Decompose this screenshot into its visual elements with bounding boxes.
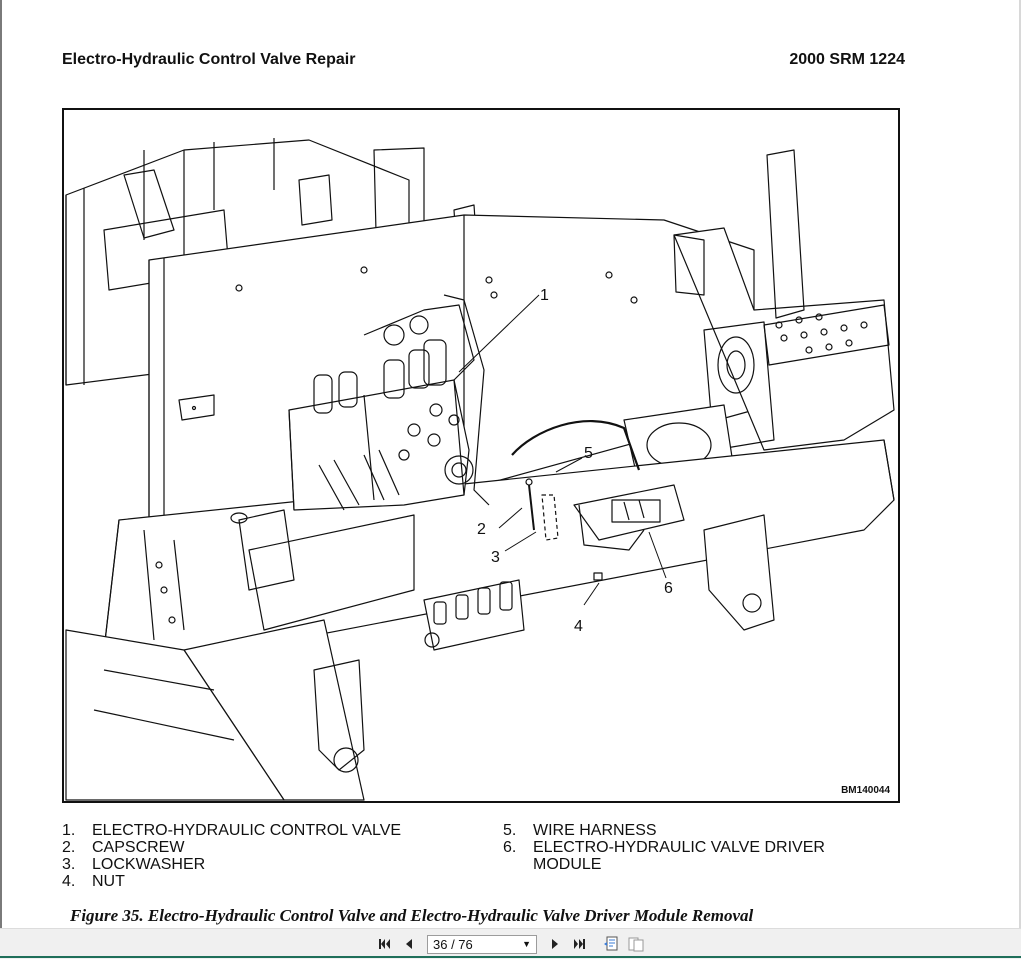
legend-text: CAPSCREW	[92, 839, 185, 856]
callout-1: 1	[540, 287, 549, 304]
callout-6: 6	[664, 580, 673, 597]
figure-caption: Figure 35. Electro-Hydraulic Control Val…	[70, 906, 754, 925]
legend-item: 3. LOCKWASHER	[62, 856, 422, 873]
legend-item: 5. WIRE HARNESS	[503, 822, 863, 839]
legend-number: 2.	[62, 839, 76, 856]
pdf-viewer-toolbar: 36 / 76 ▼	[0, 928, 1021, 959]
parts-legend-col2: 5. WIRE HARNESS 6. ELECTRO-HYDRAULIC VALVE…	[503, 822, 863, 873]
callout-3: 3	[491, 549, 500, 566]
legend-number: 3.	[62, 856, 76, 873]
figure-illustration: 1 2 3 4 5 6 BM140044	[62, 108, 900, 803]
chevron-down-icon: ▼	[522, 939, 531, 949]
exploded-view-drawing: 1 2 3 4 5 6	[65, 138, 895, 801]
legend-text: WIRE HARNESS	[533, 822, 657, 839]
legend-text: ELECTRO-HYDRAULIC CONTROL VALVE	[92, 822, 402, 839]
window-bottom-border	[0, 956, 1021, 958]
figure-id-label: BM140044	[841, 785, 890, 796]
prev-page-icon[interactable]	[400, 935, 418, 953]
callout-4: 4	[574, 618, 583, 635]
legend-item: 1. ELECTRO-HYDRAULIC CONTROL VALVE	[62, 822, 422, 839]
legend-item: 6. ELECTRO-HYDRAULIC VALVE DRIVER MODULE	[503, 839, 863, 873]
callout-2: 2	[477, 521, 486, 538]
legend-number: 5.	[503, 822, 517, 839]
page-header-title: Electro-Hydraulic Control Valve Repair	[62, 51, 356, 68]
last-page-icon[interactable]	[570, 935, 588, 953]
legend-item: 4. NUT	[62, 873, 422, 890]
callout-5: 5	[584, 445, 593, 462]
page-right-edge	[1019, 0, 1021, 928]
legend-number: 4.	[62, 873, 76, 890]
legend-text: ELECTRO-HYDRAULIC VALVE DRIVER MODULE	[533, 839, 825, 873]
legend-number: 1.	[62, 822, 76, 839]
page-left-edge	[0, 0, 2, 928]
legend-text: NUT	[92, 873, 125, 890]
parts-legend-col1: 1. ELECTRO-HYDRAULIC CONTROL VALVE 2. CAPS…	[62, 822, 422, 890]
page-number-select[interactable]: 36 / 76 ▼	[427, 934, 537, 954]
page-indicator: 36 / 76	[433, 936, 473, 952]
next-page-icon[interactable]	[546, 935, 564, 953]
legend-text: LOCKWASHER	[92, 856, 206, 873]
legend-item: 2. CAPSCREW	[62, 839, 422, 856]
single-page-view-icon[interactable]	[603, 935, 621, 953]
first-page-icon[interactable]	[376, 935, 394, 953]
legend-number: 6.	[503, 839, 517, 856]
page-header-doc-number: 2000 SRM 1224	[789, 51, 905, 68]
two-page-view-icon[interactable]	[627, 935, 645, 953]
